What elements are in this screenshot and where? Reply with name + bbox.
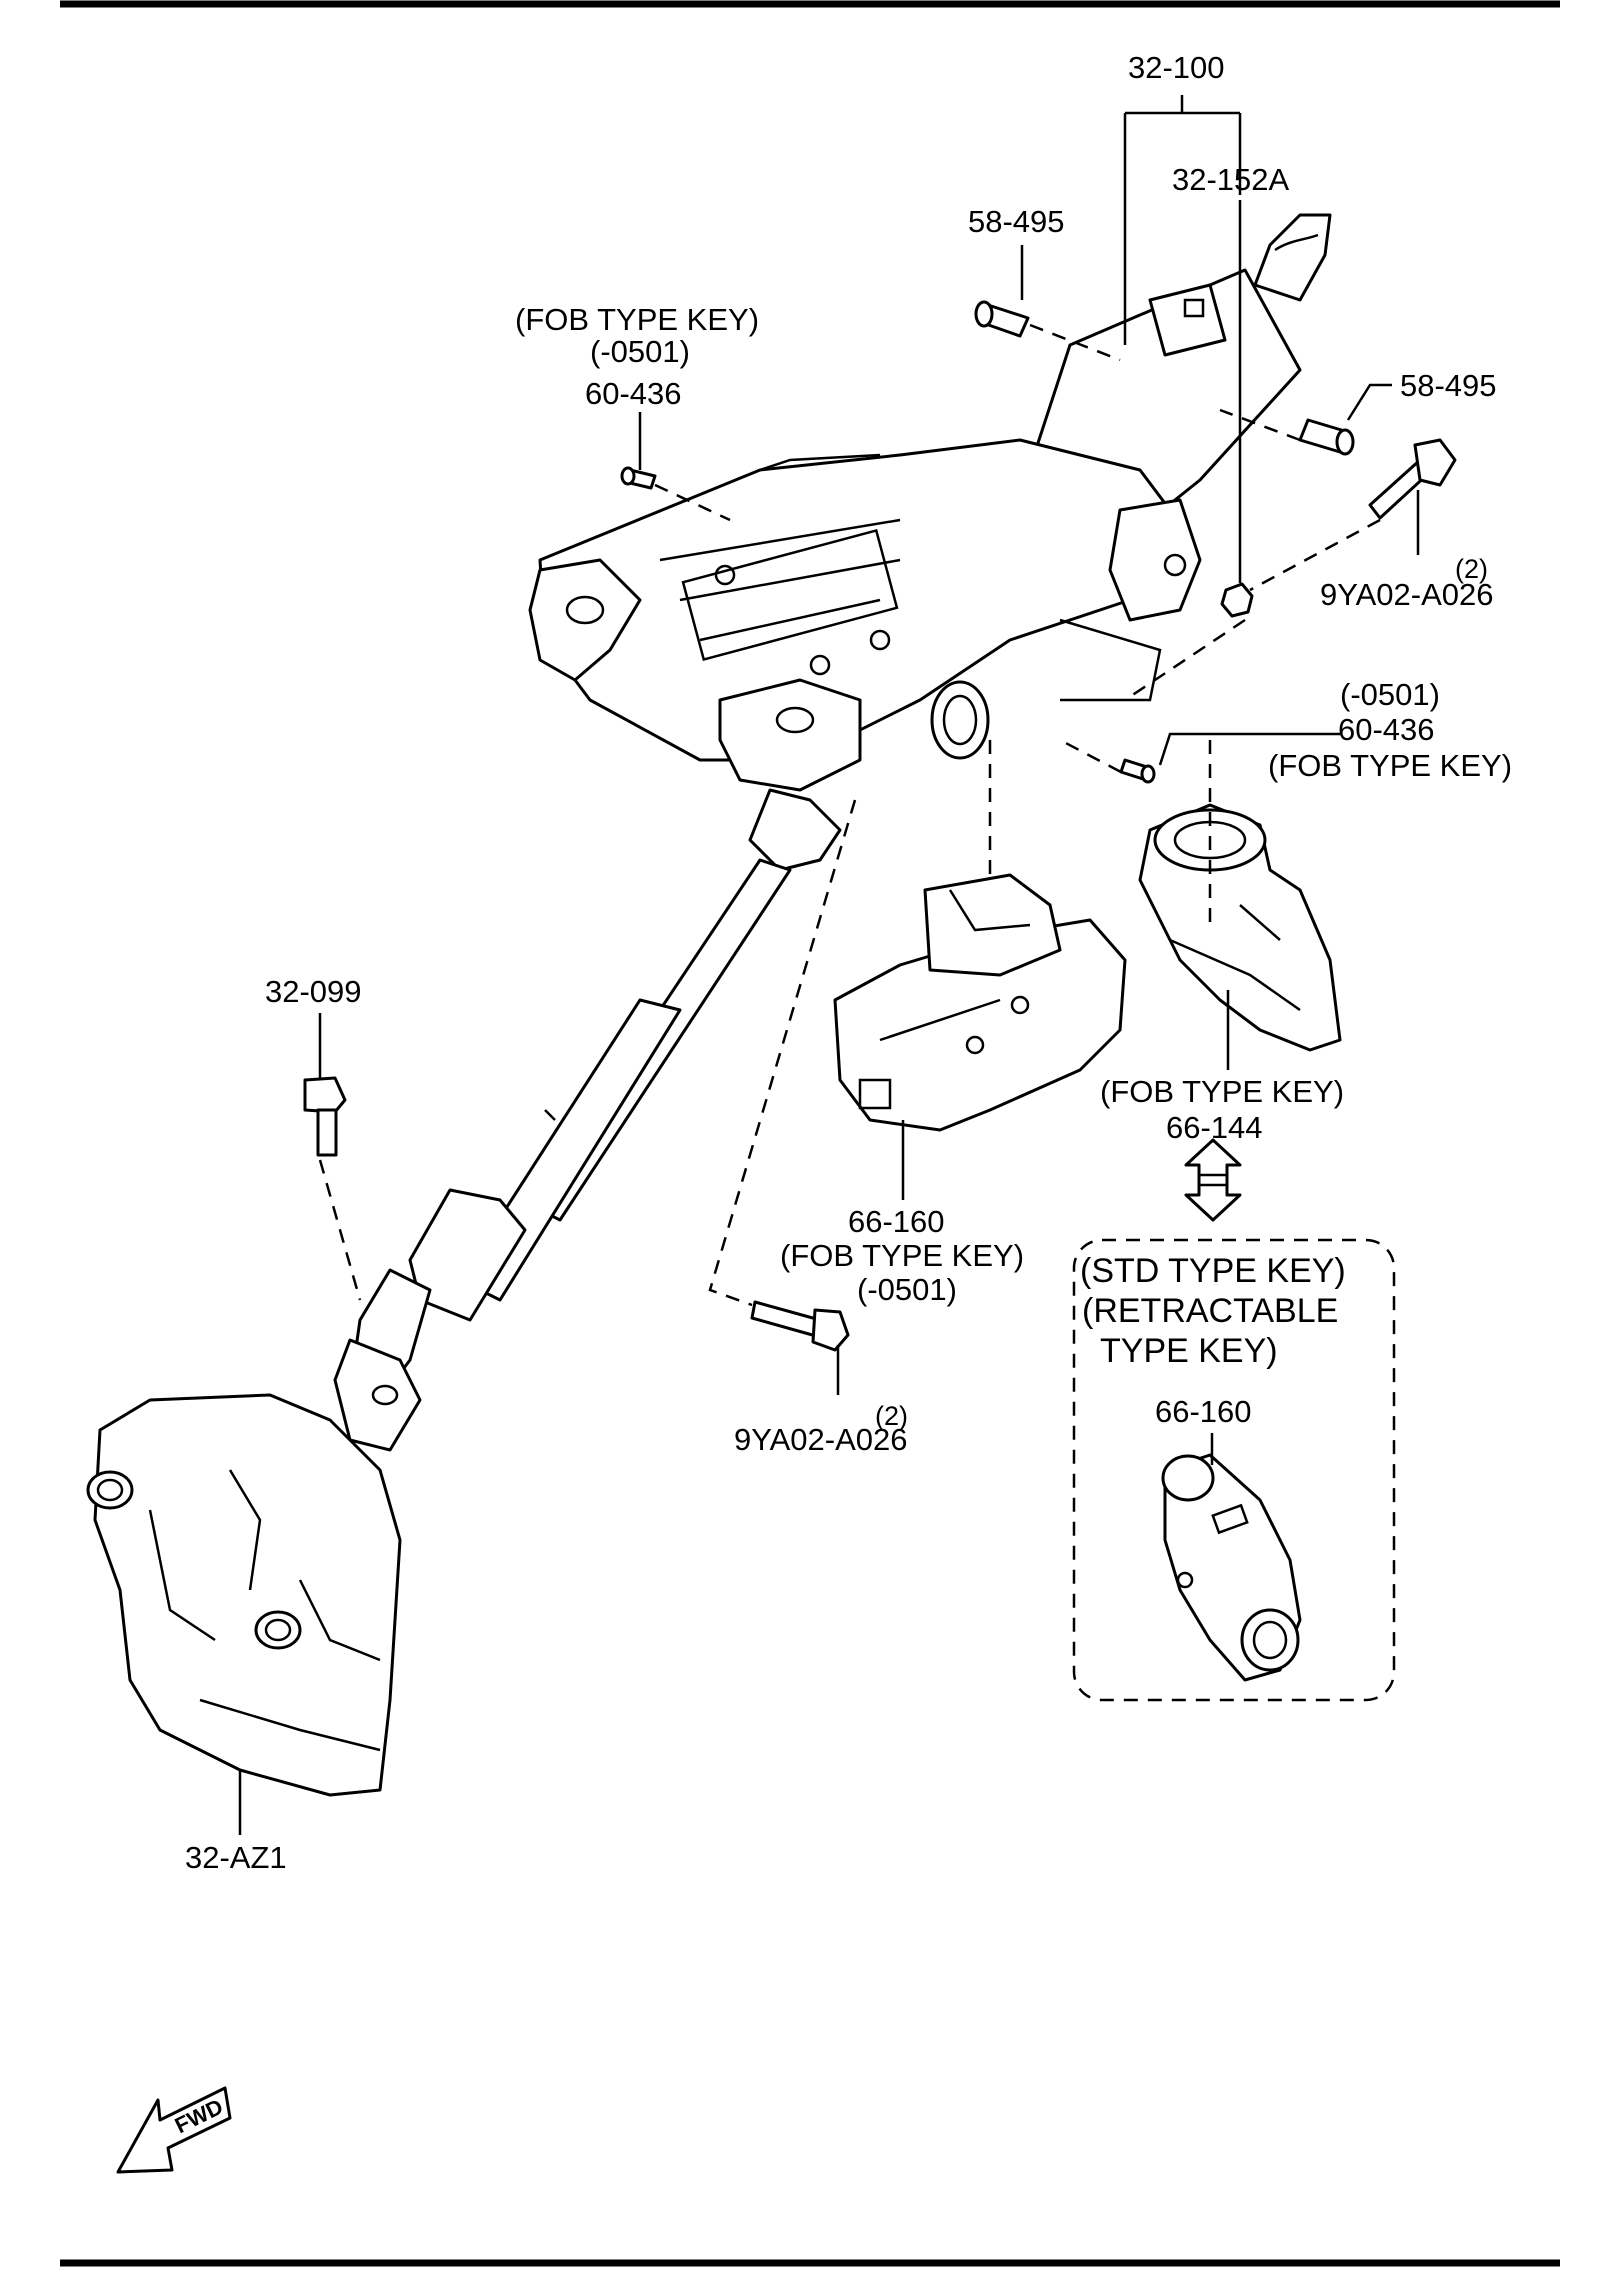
label-9ya02-a026-upper: 9YA02-A026 — [1320, 577, 1494, 612]
label-std-type-key: (STD TYPE KEY) — [1080, 1252, 1346, 1290]
pin-58-495-left[interactable] — [974, 300, 1030, 338]
pin-60-436-left[interactable] — [620, 466, 657, 490]
label-fob-type-key-b: (FOB TYPE KEY) — [1268, 748, 1512, 783]
intermediate-shaft[interactable] — [333, 788, 842, 1452]
unit-66-144-fob[interactable] — [1138, 803, 1342, 1052]
pin-60-436-right[interactable] — [1119, 758, 1156, 784]
label-60-436-right: 60-436 — [1338, 712, 1435, 747]
label-retractable-line2: TYPE KEY) — [1100, 1332, 1278, 1370]
steering-column-assembly[interactable] — [528, 213, 1332, 792]
steering-column-cover-32-az1[interactable] — [86, 1393, 402, 1797]
interchange-arrow-icon — [1184, 1138, 1242, 1222]
nut-32-152a[interactable] — [1220, 582, 1254, 618]
fwd-arrow-icon: FWD — [116, 2086, 232, 2174]
label-9ya02-a026-lower: 9YA02-A026 — [734, 1422, 908, 1457]
label-58-495-right: 58-495 — [1400, 368, 1497, 403]
label-32-az1: 32-AZ1 — [185, 1840, 287, 1875]
label-32-099: 32-099 — [265, 974, 362, 1009]
callout-labels: 32-100 32-152A 58-495 58-495 (FOB TYPE K… — [185, 50, 1512, 1875]
label-qty-2-b: (2) — [875, 1401, 908, 1431]
label-66-160-std: 66-160 — [1155, 1394, 1252, 1429]
label-fob-type-key-c: (FOB TYPE KEY) — [1100, 1074, 1344, 1109]
alignment-dashes — [318, 323, 1381, 1307]
label-qty-2-a: (2) — [1455, 554, 1488, 584]
module-66-160-fob[interactable] — [833, 873, 1127, 1132]
pin-58-495-right[interactable] — [1298, 418, 1355, 456]
label-66-160-fob: 66-160 — [848, 1204, 945, 1239]
label-retractable-line1: (RETRACTABLE — [1082, 1292, 1338, 1330]
label-0501-b: (-0501) — [1340, 677, 1440, 712]
key-cylinder-66-160-std[interactable] — [1161, 1453, 1302, 1682]
label-58-495-left: 58-495 — [968, 204, 1065, 239]
label-0501-a: (-0501) — [590, 334, 690, 369]
label-66-144: 66-144 — [1166, 1110, 1263, 1145]
label-60-436-left: 60-436 — [585, 376, 682, 411]
std-type-key-box — [1072, 1238, 1396, 1702]
bolt-9ya02-a026-upper[interactable] — [1368, 438, 1457, 520]
bolt-32-099[interactable] — [303, 1076, 347, 1157]
label-0501-c: (-0501) — [857, 1272, 957, 1307]
label-fob-type-key-a: (FOB TYPE KEY) — [515, 302, 759, 337]
bolt-9ya02-a026-lower[interactable] — [750, 1300, 850, 1352]
label-32-100: 32-100 — [1128, 50, 1225, 85]
label-32-152a: 32-152A — [1172, 162, 1290, 197]
label-fob-type-key-d: (FOB TYPE KEY) — [780, 1238, 1024, 1273]
leader-lines — [238, 95, 1420, 1835]
